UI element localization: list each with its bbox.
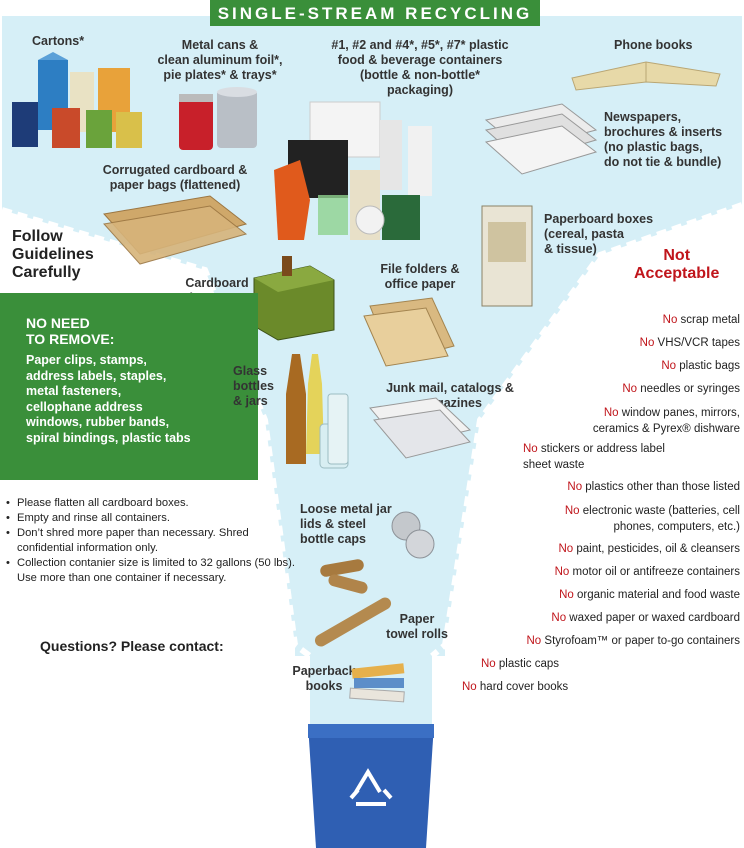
paperback-picture xyxy=(349,663,405,703)
guideline-bullet: Collection contanier size is limited to … xyxy=(6,556,296,586)
corrugated-label: Corrugated cardboard & paper bags (flatt… xyxy=(102,163,248,192)
no-word: No xyxy=(639,337,655,349)
newspapers-label: Newspapers, brochures & inserts (no plas… xyxy=(604,110,723,169)
cartons-label: Cartons* xyxy=(32,34,85,48)
no-need-items: Paper clips, stamps, address labels, sta… xyxy=(26,353,191,445)
corrugated-picture xyxy=(103,195,248,265)
no-word: No xyxy=(558,543,574,555)
not-acceptable-item: No plastic caps xyxy=(481,658,559,670)
metal-lids-label: Loose metal jar lids & steel bottle caps xyxy=(300,502,392,546)
paperback-label: Paperback books xyxy=(292,664,356,693)
phone-books-label: Phone books xyxy=(614,38,693,52)
not-acceptable-list: No scrap metal No VHS/VCR tapes No plast… xyxy=(440,309,740,699)
page-title: SINGLE-STREAM RECYCLING xyxy=(210,0,540,26)
no-word: No xyxy=(603,407,619,419)
guideline-bullet: Please flatten all cardboard boxes. xyxy=(6,496,296,511)
no-word: No xyxy=(622,383,638,395)
recycle-icon xyxy=(349,768,393,806)
no-need-to-remove-box: NO NEED TO REMOVE: Paper clips, stamps, … xyxy=(0,293,258,480)
towel-rolls-picture xyxy=(314,559,392,647)
not-acceptable-item: No plastic bags xyxy=(661,360,740,372)
not-acceptable-item: No electronic waste (batteries, cell pho… xyxy=(564,505,740,533)
metal-lids-picture xyxy=(391,511,435,559)
plastics-label: #1, #2 and #4*, #5*, #7* plastic food & … xyxy=(331,38,509,97)
plastics-picture xyxy=(274,101,432,240)
not-acceptable-item: No organic material and food waste xyxy=(559,589,740,601)
junk-mail-picture xyxy=(369,397,472,459)
no-word: No xyxy=(661,360,677,372)
not-acceptable-item: No waxed paper or waxed cardboard xyxy=(551,612,740,624)
not-acceptable-item: No paint, pesticides, oil & cleansers xyxy=(558,543,740,555)
cartons-picture xyxy=(12,52,142,148)
not-acceptable-item: No scrap metal xyxy=(662,314,740,326)
no-word: No xyxy=(662,314,678,326)
glass-picture xyxy=(286,354,349,469)
no-word: No xyxy=(564,505,580,517)
metal-cans-picture xyxy=(179,87,257,150)
paperboard-picture xyxy=(481,205,533,307)
follow-guidelines-heading: Follow Guidelines Carefully xyxy=(12,228,94,281)
guideline-bullet: Empty and rinse all containers. xyxy=(6,511,296,526)
no-word: No xyxy=(523,443,538,455)
metal-cans-label: Metal cans & clean aluminum foil*, pie p… xyxy=(157,38,283,82)
not-acceptable-item: No window panes, mirrors, ceramics & Pyr… xyxy=(592,407,740,435)
file-folders-picture xyxy=(363,297,455,367)
beverage-carriers-picture xyxy=(253,256,335,341)
phone-books-picture xyxy=(571,61,721,91)
not-acceptable-item: No Styrofoam™ or paper to-go containers xyxy=(526,635,741,647)
not-acceptable-item: No plastics other than those listed xyxy=(567,481,740,493)
not-acceptable-item: No needles or syringes xyxy=(622,383,740,395)
towel-rolls-label: Paper towel rolls xyxy=(386,612,448,641)
no-need-title: NO NEED TO REMOVE: xyxy=(26,315,115,347)
no-word: No xyxy=(526,635,542,647)
not-acceptable-item: No VHS/VCR tapes xyxy=(639,337,740,349)
no-word: No xyxy=(481,658,496,670)
guideline-bullets: Please flatten all cardboard boxes. Empt… xyxy=(6,496,296,586)
not-acceptable-item: No stickers or address label sheet waste xyxy=(523,443,665,471)
no-word: No xyxy=(567,481,583,493)
glass-label: Glass bottles & jars xyxy=(233,364,274,408)
recycling-bin xyxy=(308,724,434,848)
not-acceptable-item: No motor oil or antifreeze containers xyxy=(554,566,740,578)
not-acceptable-title: Not Acceptable xyxy=(634,247,720,282)
no-word: No xyxy=(551,612,567,624)
file-folders-label: File folders & office paper xyxy=(380,262,460,291)
newspapers-picture xyxy=(484,103,598,175)
questions-contact: Questions? Please contact: xyxy=(40,638,224,654)
not-acceptable-item: No hard cover books xyxy=(462,681,569,693)
guideline-bullet: Don’t shred more paper than necessary. S… xyxy=(6,526,296,556)
no-word: No xyxy=(559,589,574,601)
no-word: No xyxy=(462,681,477,693)
no-word: No xyxy=(554,566,570,578)
paperboard-label: Paperboard boxes (cereal, pasta & tissue… xyxy=(544,212,654,256)
